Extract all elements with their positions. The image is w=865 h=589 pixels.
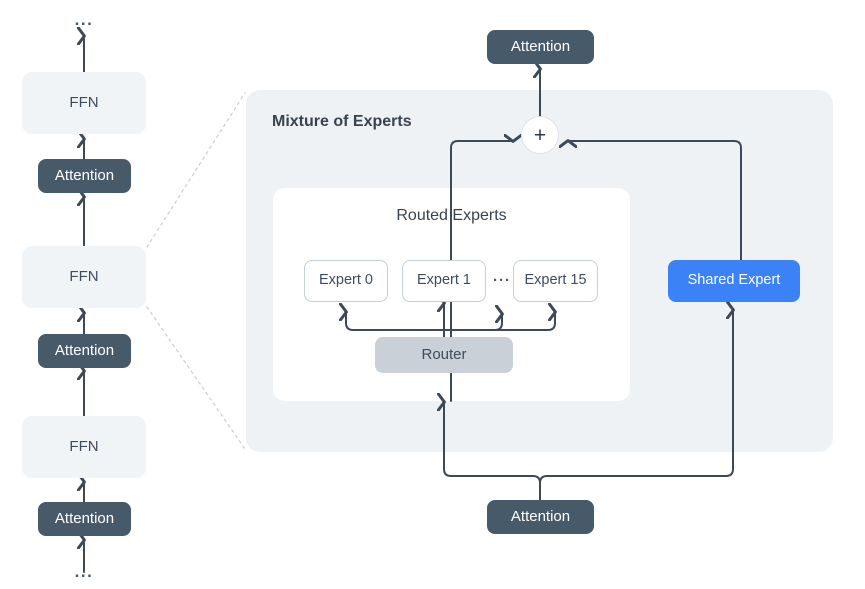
expert-list-ellipsis: ··· xyxy=(493,272,511,289)
left-stack-ffn-middle-label: FFN xyxy=(69,267,99,285)
zoom-connector-bottom xyxy=(146,306,246,450)
expert-box-15-label: Expert 15 xyxy=(524,272,587,289)
expert-box-1: Expert 1 xyxy=(402,260,486,302)
moe-input-attention-label: Attention xyxy=(510,507,571,525)
shared-expert-box-label: Shared Expert xyxy=(687,272,781,289)
routed-experts-title: Routed Experts xyxy=(396,207,507,224)
arrow-router-to-expert0 xyxy=(346,312,445,331)
expert-box-0-label: Expert 0 xyxy=(319,272,373,289)
combine-add-node: + xyxy=(521,116,559,154)
path-input-attention-to-routed-experts xyxy=(444,402,541,501)
left-stack-attention-middle: Attention xyxy=(38,334,131,368)
moe-output-attention-label: Attention xyxy=(510,37,571,55)
left-stack-ffn-bottom-label: FFN xyxy=(69,437,99,455)
top-ellipsis: ... xyxy=(74,10,94,29)
expert-box-0: Expert 0 xyxy=(304,260,388,302)
zoom-connector-top xyxy=(146,92,246,248)
left-stack-ffn-bottom: FFN xyxy=(22,416,146,478)
arrow-router-to-expert15 xyxy=(443,312,555,331)
shared-expert-box: Shared Expert xyxy=(668,260,800,302)
left-stack-attention-bottom-label: Attention xyxy=(54,509,115,527)
moe-output-attention: Attention xyxy=(487,30,594,64)
expert-box-15: Expert 15 xyxy=(513,260,598,302)
left-stack-attention-bottom: Attention xyxy=(38,502,131,536)
left-stack-ffn-top-label: FFN xyxy=(69,93,99,111)
router-box: Router xyxy=(375,337,513,373)
left-stack-ffn-middle: FFN xyxy=(22,246,146,308)
left-stack-ffn-top: FFN xyxy=(22,72,146,134)
mixture-of-experts-title: Mixture of Experts xyxy=(272,113,412,130)
bottom-ellipsis: ... xyxy=(74,562,94,581)
path-routed-experts-to-combine xyxy=(450,141,513,402)
left-stack-attention-top-label: Attention xyxy=(54,166,115,184)
router-box-label: Router xyxy=(421,345,467,363)
expert-box-1-label: Expert 1 xyxy=(417,272,471,289)
plus-icon: + xyxy=(533,123,547,147)
path-shared-expert-to-combine xyxy=(568,141,742,261)
left-stack-attention-middle-label: Attention xyxy=(54,341,115,359)
arrow-router-to-expert-ellipsis xyxy=(494,314,502,331)
path-input-attention-to-shared-expert xyxy=(539,310,733,501)
moe-input-attention: Attention xyxy=(487,500,594,534)
left-stack-attention-top: Attention xyxy=(38,159,131,193)
